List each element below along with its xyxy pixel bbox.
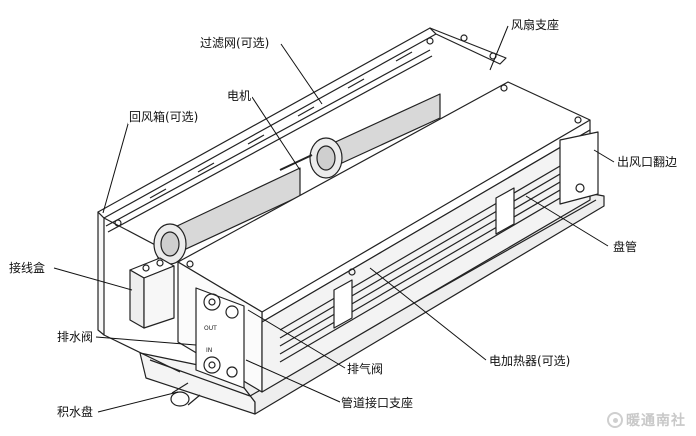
watermark-logo-icon <box>607 412 623 428</box>
fan-bracket-label: 风扇支座 <box>510 18 561 32</box>
heater-label: 电加热器(可选) <box>488 354 572 368</box>
watermark-text: 暖通南社 <box>626 413 686 429</box>
pipe-panel-shape <box>195 287 245 389</box>
vent-valve-label: 排气阀 <box>346 362 385 376</box>
pipe-bracket-label: 管道接口支座 <box>340 396 415 410</box>
panel-in-mark: IN <box>206 347 212 354</box>
return-box-label: 回风箱(可选) <box>128 110 200 124</box>
casing-back <box>97 27 507 373</box>
drain-valve-label: 排水阀 <box>56 330 95 344</box>
outlet-flange-label: 出风口翻边 <box>616 155 679 169</box>
leader-lines <box>53 25 615 413</box>
filter-label: 过滤网(可选) <box>199 36 271 50</box>
coil-label: 盘管 <box>612 240 639 254</box>
motor-label: 电机 <box>226 89 253 103</box>
junction-box-label: 接线盒 <box>8 261 47 275</box>
drip-tray-label: 积水盘 <box>56 405 95 419</box>
blower-shapes <box>153 93 441 265</box>
watermark: 暖通南社 <box>607 410 686 430</box>
drain-pipe-shape <box>170 382 201 407</box>
panel-out-mark: OUT <box>204 325 217 332</box>
junction-box-shape <box>129 257 175 329</box>
filter-rail-shape <box>105 49 433 233</box>
